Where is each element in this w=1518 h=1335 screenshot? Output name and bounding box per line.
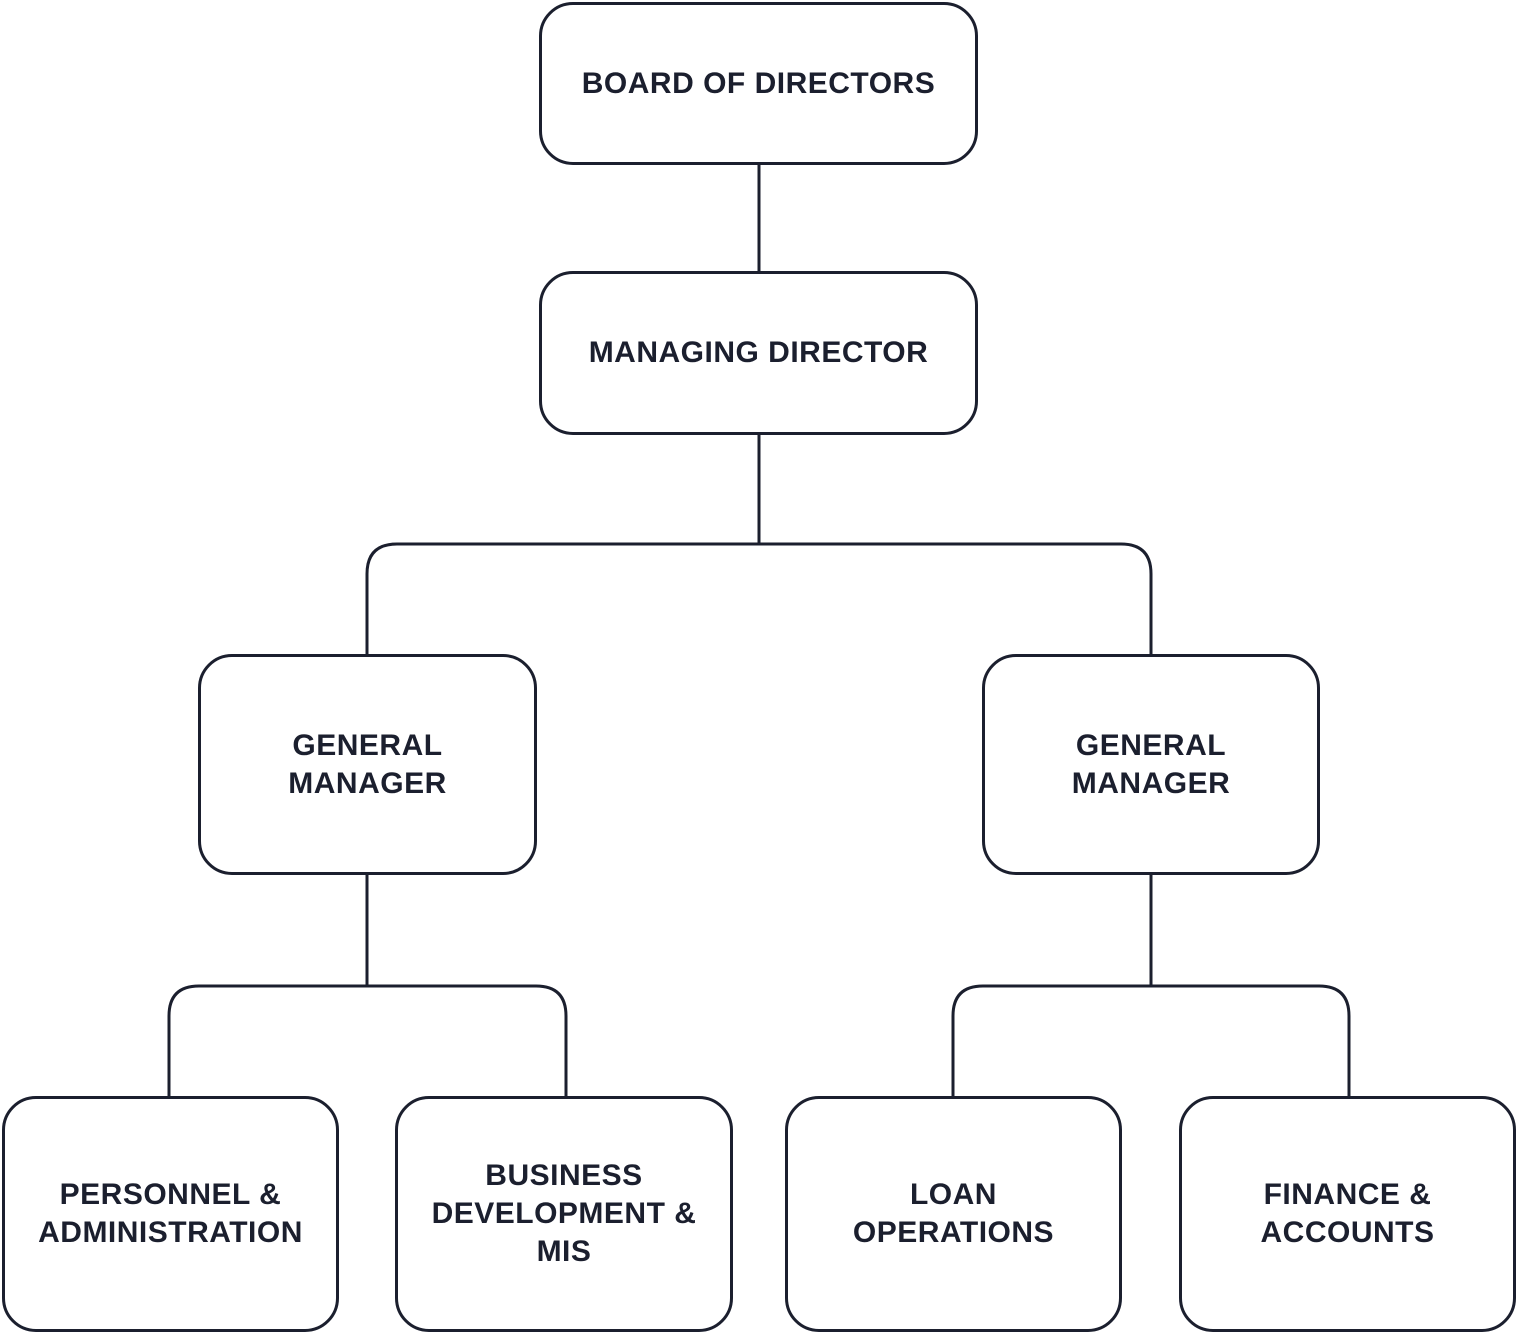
node-managing-director: MANAGING DIRECTOR	[539, 271, 978, 435]
node-business-development-mis: BUSINESS DEVELOPMENT & MIS	[395, 1096, 733, 1332]
node-label: MANAGING DIRECTOR	[588, 336, 929, 369]
connector-gm-right-to-finance	[1149, 984, 1351, 1098]
node-label: GENERAL MANAGER	[288, 728, 447, 800]
node-loan-operations: LOAN OPERATIONS	[785, 1096, 1122, 1332]
node-label: BOARD OF DIRECTORS	[581, 66, 936, 100]
node-label: FINANCE & ACCOUNTS	[1260, 1178, 1435, 1249]
node-label: LOAN OPERATIONS	[852, 1178, 1055, 1249]
node-general-manager-left: GENERAL MANAGER	[198, 654, 537, 875]
connector-gm-left-to-personnel	[167, 984, 369, 1098]
connector-md-to-gm-right	[757, 542, 1153, 656]
node-label: BUSINESS DEVELOPMENT & MIS	[431, 1159, 697, 1268]
node-label: GENERAL MANAGER	[1071, 728, 1231, 800]
connector-gm-left-to-business-dev	[365, 984, 568, 1098]
node-personnel-administration: PERSONNEL & ADMINISTRATION	[2, 1096, 339, 1332]
connector-md-to-gm-left	[365, 542, 761, 656]
node-general-manager-right: GENERAL MANAGER	[982, 654, 1320, 875]
node-label: PERSONNEL & ADMINISTRATION	[38, 1178, 303, 1249]
node-board-of-directors: BOARD OF DIRECTORS	[539, 2, 978, 165]
node-finance-accounts: FINANCE & ACCOUNTS	[1179, 1096, 1516, 1332]
connector-gm-right-to-loan-ops	[951, 984, 1153, 1098]
